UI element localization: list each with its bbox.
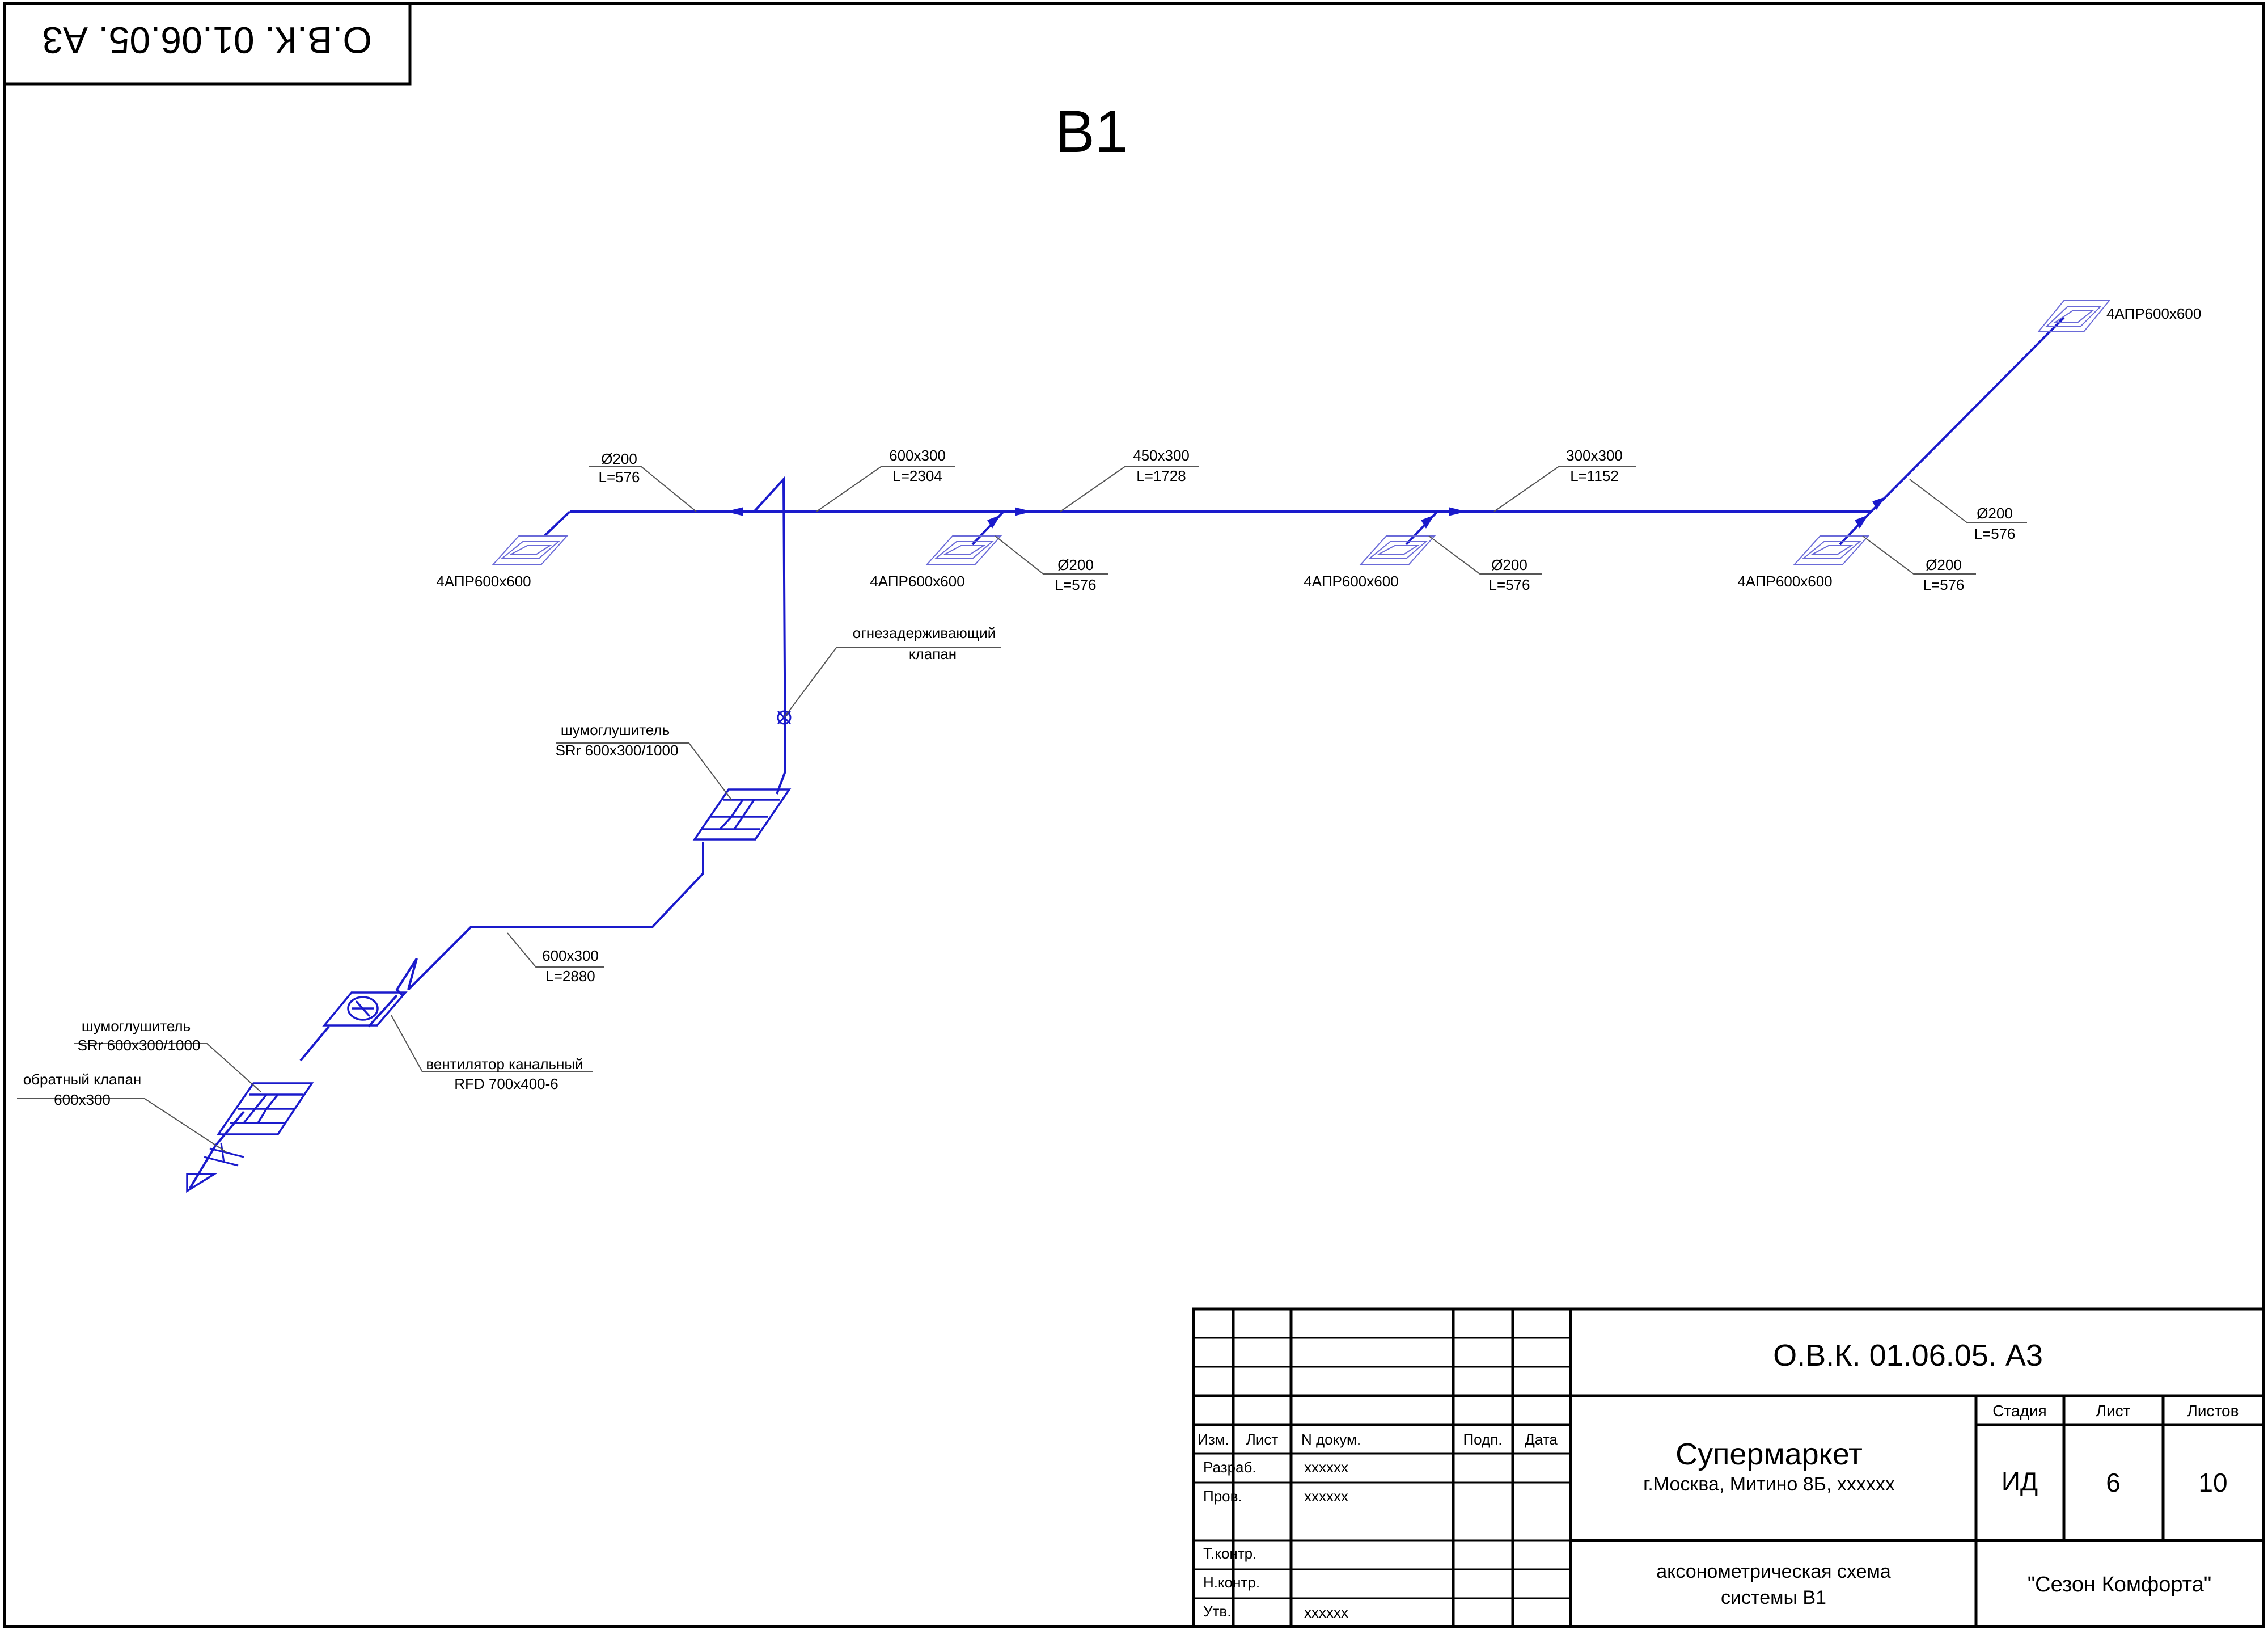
grille-2-label: 4АПР600х600: [870, 573, 964, 590]
branch-arrow-2: [987, 515, 1001, 529]
d200-b3-size: Ø200: [1491, 556, 1527, 573]
tb-header-izm: Изм.: [1198, 1431, 1229, 1448]
d200-left-len: L=576: [598, 468, 640, 485]
silencer-top-line1: шумоглушитель: [561, 721, 670, 738]
check-valve-line1: обратный клапан: [23, 1071, 142, 1088]
tb-header-podp: Подп.: [1463, 1431, 1502, 1448]
d200-b3-len: L=576: [1488, 576, 1530, 593]
silencer-bottom-line1: шумоглушитель: [82, 1017, 191, 1034]
rotated-stamp: О.В.К. 01.06.05. А3: [3, 2, 412, 86]
seg-low-len: L=2880: [545, 968, 595, 985]
grilles: [492, 300, 2111, 565]
flow-arrow-1: [730, 507, 743, 516]
tb-utv-name: xxxxxx: [1304, 1604, 1348, 1621]
tb-sheet-value: 6: [2106, 1468, 2121, 1497]
branch-arrow-4: [1855, 515, 1868, 529]
left-branch: [543, 510, 571, 537]
fire-valve-line2: клапан: [909, 645, 957, 662]
seg2-len: L=1728: [1136, 467, 1186, 484]
fan-symbol: [322, 991, 408, 1027]
duct-fan-silencer: [299, 1025, 330, 1062]
grille-4: [1793, 535, 1870, 565]
grille-5: [2037, 300, 2111, 332]
d200-left-size: Ø200: [601, 450, 637, 467]
tb-sheet-label: Лист: [2096, 1402, 2131, 1420]
tb-razrab-role: Разраб.: [1203, 1459, 1256, 1476]
tb-header-ndoc: N докум.: [1301, 1431, 1361, 1448]
tb-project-name: Супермаркет: [1675, 1437, 1863, 1471]
tb-prov-role: Пров.: [1203, 1488, 1242, 1505]
d200-diag-size: Ø200: [1977, 505, 2013, 522]
grille-1: [492, 535, 569, 565]
silencer-top-symbol: [692, 788, 792, 841]
labels: Ø200 L=576 600х300 L=2304 450х300 L=1728…: [23, 305, 2202, 1108]
check-valve-symbol: [204, 1142, 244, 1167]
lower-duct: [407, 842, 704, 991]
fan-line2: RFD 700x400-6: [454, 1075, 558, 1092]
tb-header-data: Дата: [1525, 1431, 1558, 1448]
d200-b2-size: Ø200: [1057, 556, 1094, 573]
d200-b4-size: Ø200: [1926, 556, 1962, 573]
check-valve-line2: 600х300: [54, 1091, 111, 1108]
fan-line1: вентилятор канальный: [426, 1055, 583, 1072]
title-block-text: О.В.К. 01.06.05. А3 Изм. Лист N докум. П…: [1198, 1338, 2239, 1621]
silencer-bottom-symbol: [216, 1082, 314, 1135]
drawing-title: В1: [1055, 99, 1128, 165]
tb-sheet-title-1: аксонометрическая схема: [1656, 1561, 1891, 1582]
title-block: [1192, 1307, 2265, 1628]
leader-lines: [17, 466, 2027, 1153]
duct-silencer-valve: [214, 1110, 245, 1147]
air-intake-symbol: [186, 1173, 218, 1193]
tb-sheet-title-2: системы В1: [1721, 1587, 1826, 1608]
tb-nkontr-role: Н.контр.: [1203, 1574, 1260, 1591]
d200-b2-len: L=576: [1055, 576, 1096, 593]
tb-stage-value: ИД: [2002, 1467, 2038, 1496]
tb-header-list: Лист: [1246, 1431, 1279, 1448]
duct-end: [189, 1145, 217, 1189]
branch-diagonal: [1870, 316, 2065, 513]
duct-to-fan: [367, 994, 398, 1028]
sheet-frame: [3, 2, 2265, 1628]
seg1-size: 600х300: [889, 447, 946, 464]
d200-b4-len: L=576: [1923, 576, 1964, 593]
flow-arrow-3: [1449, 507, 1462, 516]
tb-utv-role: Утв.: [1203, 1603, 1231, 1620]
seg3-len: L=1152: [1570, 467, 1619, 484]
tb-tkontr-role: Т.контр.: [1203, 1545, 1256, 1562]
d200-diag-len: L=576: [1974, 525, 2015, 542]
silencer-bottom-line2: SRr 600x300/1000: [78, 1037, 201, 1054]
grille-4-label: 4АПР600х600: [1737, 573, 1832, 590]
branch-arrow-3: [1421, 515, 1435, 529]
flow-arrow-4: [1872, 497, 1885, 510]
grille-5-label: 4АПР600х600: [2106, 305, 2201, 322]
tb-project-address: г.Москва, Митино 8Б, xxxxxx: [1643, 1473, 1895, 1495]
flow-arrow-2: [1015, 507, 1028, 516]
tb-razrab-name: xxxxxx: [1304, 1459, 1348, 1476]
seg2-size: 450х300: [1133, 447, 1190, 464]
tb-doc-code: О.В.К. 01.06.05. А3: [1773, 1338, 2043, 1373]
break-mark: [395, 957, 418, 996]
riser-duct: [753, 476, 787, 795]
seg3-size: 300х300: [1566, 447, 1623, 464]
tb-sheets-value: 10: [2198, 1468, 2227, 1497]
grille-3-label: 4АПР600х600: [1304, 573, 1398, 590]
tb-company: "Сезон Комфорта": [2028, 1573, 2212, 1597]
duct-system: [189, 316, 2065, 1189]
tb-sheets-label: Листов: [2187, 1402, 2239, 1420]
seg1-len: L=2304: [892, 467, 942, 484]
tb-stage-label: Стадия: [1992, 1402, 2046, 1420]
grille-2: [925, 535, 1002, 565]
grille-1-label: 4АПР600х600: [436, 573, 531, 590]
grille-3: [1359, 535, 1436, 565]
silencer-top-line2: SRr 600x300/1000: [556, 742, 679, 759]
seg-low-size: 600х300: [542, 947, 599, 964]
tb-prov-name: xxxxxx: [1304, 1488, 1348, 1505]
fire-valve-line1: огнезадерживающий: [853, 624, 996, 641]
stamp-code: О.В.К. 01.06.05. А3: [42, 19, 371, 61]
